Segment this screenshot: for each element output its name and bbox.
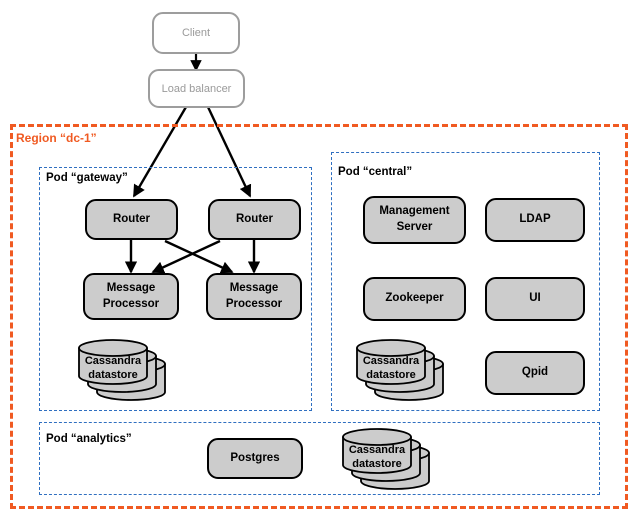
- node-management-server[interactable]: Management Server: [363, 196, 466, 244]
- node-load-balancer-label: Load balancer: [161, 82, 232, 95]
- node-ui-label: UI: [529, 292, 541, 305]
- node-router-1[interactable]: Router: [85, 199, 178, 240]
- cassandra-datastore-icon: [342, 428, 430, 490]
- node-ui[interactable]: UI: [485, 277, 585, 321]
- pod-central: [331, 152, 600, 411]
- node-analytics-cassandra-datastore[interactable]: Cassandra datastore: [341, 428, 466, 492]
- node-ldap-label: LDAP: [519, 213, 551, 226]
- region-dc-1-label: Region “dc-1”: [14, 131, 99, 145]
- cassandra-datastore-icon: [78, 339, 166, 401]
- node-management-server-label: Management Server: [379, 205, 450, 233]
- node-message-processor-2-label: Message Processor: [225, 281, 283, 310]
- node-router-2[interactable]: Router: [208, 199, 301, 240]
- node-zookeeper[interactable]: Zookeeper: [363, 277, 466, 321]
- region-dc-1: [10, 124, 628, 509]
- node-message-processor-2[interactable]: Message Processor: [206, 273, 302, 320]
- node-central-cassandra-datastore[interactable]: Cassandra datastore: [355, 339, 480, 403]
- pod-gateway-label: Pod “gateway”: [46, 172, 128, 184]
- node-client-label: Client: [181, 27, 211, 39]
- pod-analytics: [39, 422, 600, 495]
- node-postgres-label: Postgres: [230, 451, 280, 464]
- node-qpid-label: Qpid: [521, 366, 549, 379]
- cassandra-datastore-icon: [356, 339, 444, 401]
- node-message-processor-1[interactable]: Message Processor: [83, 273, 179, 320]
- node-client[interactable]: Client: [152, 12, 240, 54]
- node-router-2-label: Router: [235, 212, 274, 225]
- node-router-1-label: Router: [112, 212, 151, 225]
- node-zookeeper-label: Zookeeper: [385, 292, 444, 305]
- pod-analytics-label: Pod “analytics”: [46, 433, 132, 445]
- node-load-balancer[interactable]: Load balancer: [148, 69, 245, 108]
- node-ldap[interactable]: LDAP: [485, 198, 585, 242]
- pod-central-label: Pod “central”: [338, 166, 413, 178]
- node-message-processor-1-label: Message Processor: [102, 281, 160, 310]
- node-qpid[interactable]: Qpid: [485, 351, 585, 395]
- node-postgres[interactable]: Postgres: [207, 438, 303, 479]
- node-gateway-cassandra-datastore[interactable]: Cassandra datastore: [77, 339, 202, 403]
